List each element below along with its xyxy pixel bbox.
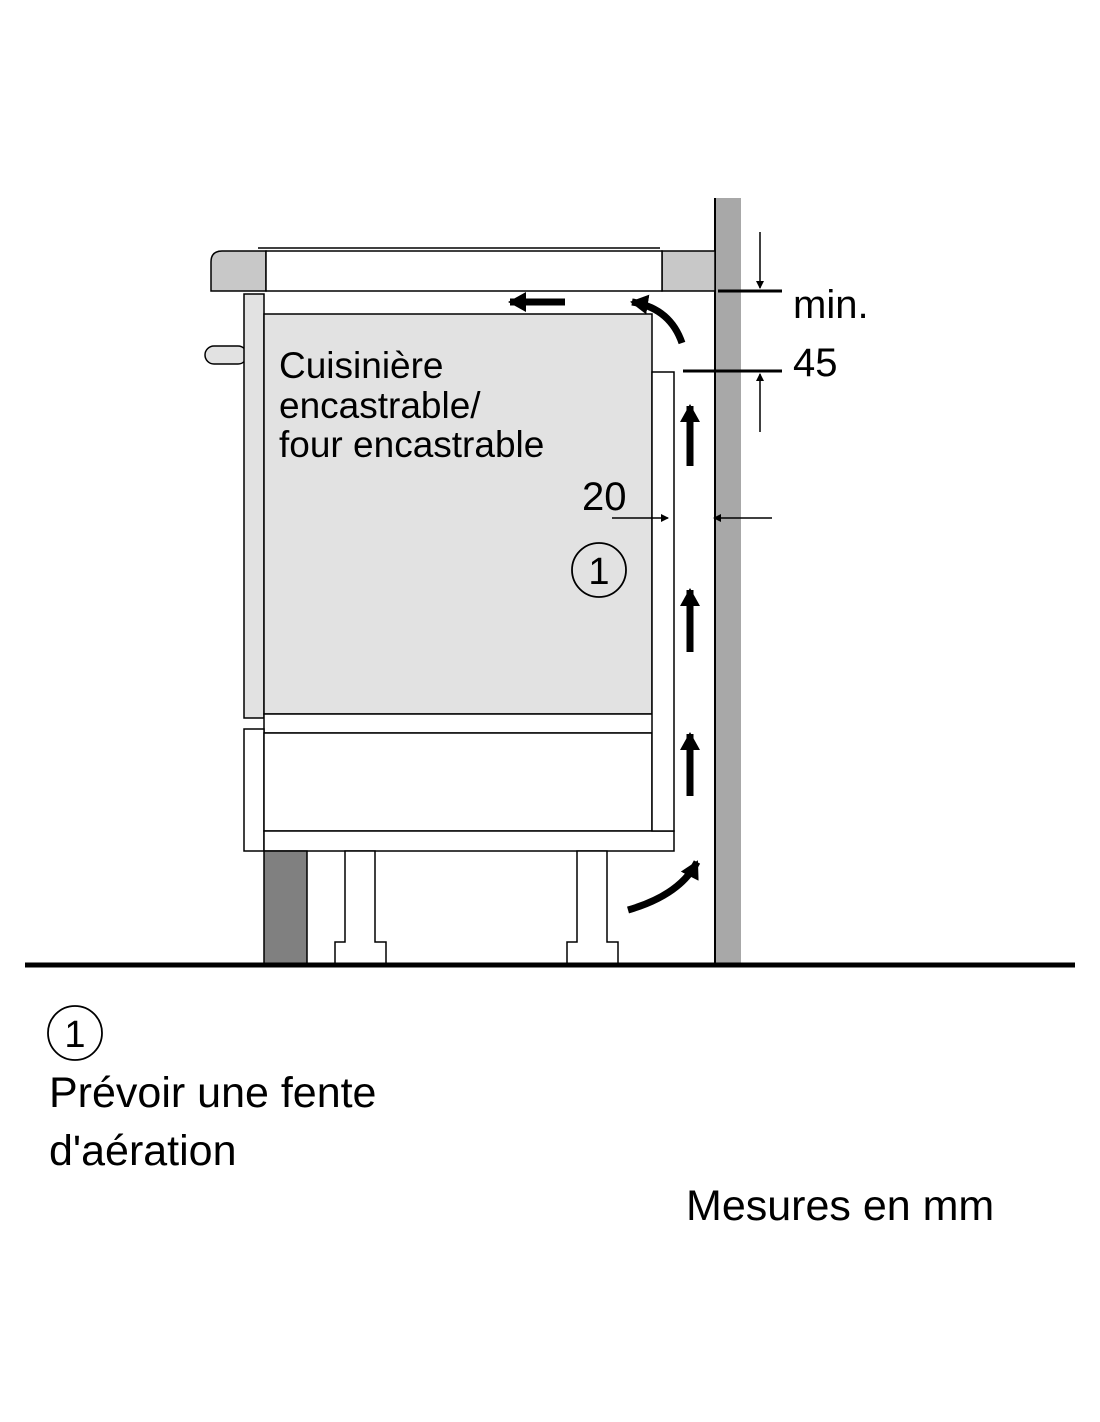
legend-note-line-2: d'aération: [49, 1127, 237, 1175]
svg-text:1: 1: [64, 1014, 85, 1056]
oven: [204, 293, 675, 965]
foot: [566, 850, 619, 965]
oven-handle: [204, 345, 248, 365]
units-note: Mesures en mm: [686, 1182, 994, 1230]
curved-arrow-icon: [630, 294, 686, 345]
oven-body: [263, 313, 653, 715]
dimension-label-min: min.: [793, 283, 869, 327]
worktop: [210, 250, 716, 292]
airflow-arrows: [508, 292, 701, 914]
dimension-min45: [683, 232, 782, 432]
wall: [714, 198, 741, 964]
appliance-label: Cuisinière encastrable/ four encastrable: [279, 345, 544, 465]
cooktop: [258, 247, 663, 292]
dimension-label-20: 20: [582, 475, 627, 519]
cabinet-side: [651, 371, 675, 832]
curved-arrow-icon: [627, 860, 701, 914]
dimension-label-45: 45: [793, 341, 838, 385]
legend-marker: 1: [47, 1005, 103, 1061]
callout-marker: 1: [571, 542, 627, 598]
legend-note-line-1: Prévoir une fente: [49, 1069, 376, 1117]
plinth: [263, 850, 308, 965]
drawer-front: [243, 728, 265, 852]
svg-text:1: 1: [588, 551, 609, 593]
foot: [334, 850, 387, 965]
oven-door: [243, 293, 265, 719]
